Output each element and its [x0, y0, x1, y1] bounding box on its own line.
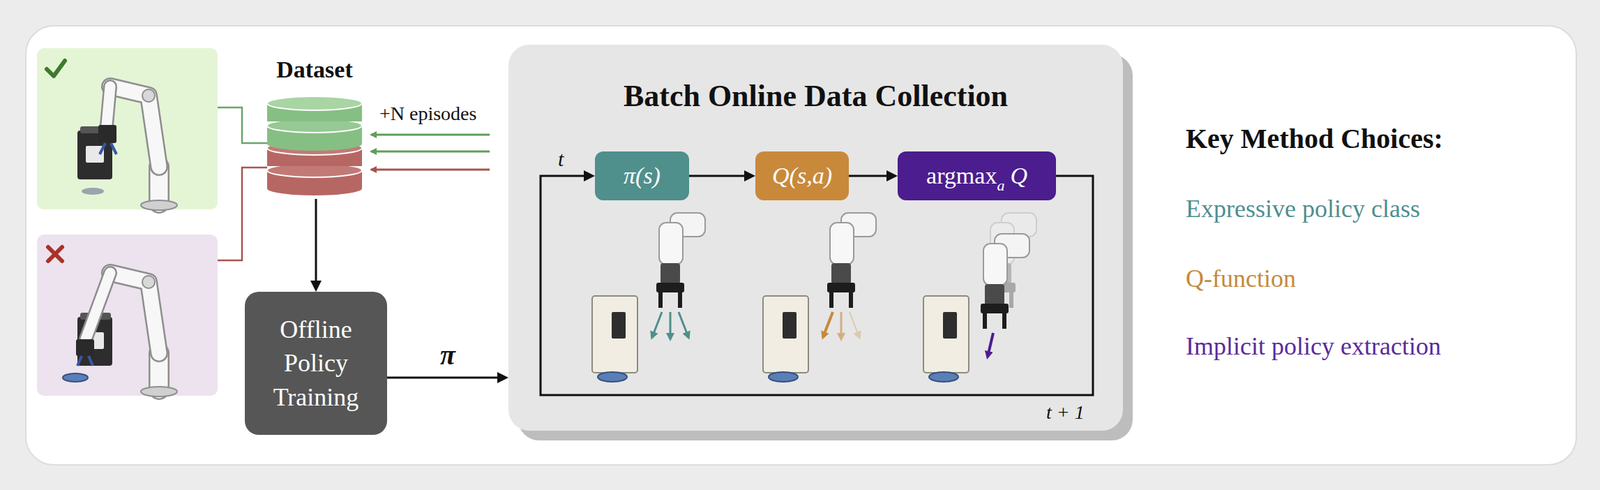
policy-box: π(s) [594, 151, 690, 201]
text-wrap: argmaxaQ [926, 161, 1028, 191]
text-wrap: π(s) [623, 161, 661, 191]
connector [848, 170, 898, 182]
key-item: Q-function [1185, 263, 1296, 294]
node-text: Dataset [276, 56, 353, 83]
key-item: Expressive policy class [1185, 193, 1421, 224]
key-item: Implicit policy extraction [1185, 331, 1441, 362]
text-wrap: Batch Online Data Collection [623, 78, 1008, 116]
arrowhead [497, 371, 509, 383]
node-text: Q [1009, 162, 1028, 189]
key-heading: Key Method Choices: [1185, 122, 1444, 156]
connector [387, 371, 509, 383]
node-text: π(s) [623, 162, 661, 189]
collection-panel: Batch Online Data Collection π(s) Q(s,a) ar… [508, 44, 1123, 431]
argmax-box: argmaxaQ [897, 151, 1056, 201]
node-text: Q(s,a) [772, 162, 833, 189]
time-label: t [557, 146, 564, 172]
q-function-box: Q(s,a) [755, 151, 849, 201]
connector-line [387, 376, 501, 379]
time-label: t + 1 [1046, 400, 1085, 425]
text-wrap: Offline Policy Training [256, 312, 376, 415]
text-wrap: Q(s,a) [772, 161, 833, 191]
episodes-label: +N episodes [379, 101, 477, 126]
connector [689, 170, 756, 182]
dataset-store: Dataset [267, 55, 362, 199]
edge-label: π [437, 339, 459, 371]
text-wrap: Dataset [276, 55, 353, 85]
arrowhead [310, 280, 322, 292]
connector-line [540, 175, 1093, 395]
arrowhead [886, 170, 898, 182]
node-text: Batch Online Data Collection [623, 78, 1008, 113]
node-text: Offline Policy Training [273, 315, 360, 411]
connector-line [689, 175, 747, 178]
training-box: Offline Policy Training [244, 291, 388, 435]
arrowhead [583, 170, 595, 182]
node-text: argmax [926, 162, 997, 189]
node-text: a [996, 176, 1005, 194]
connector [540, 170, 1093, 395]
connector [310, 198, 322, 292]
arrowhead [744, 170, 756, 182]
connector-line [315, 198, 318, 284]
connector-line [848, 175, 890, 178]
